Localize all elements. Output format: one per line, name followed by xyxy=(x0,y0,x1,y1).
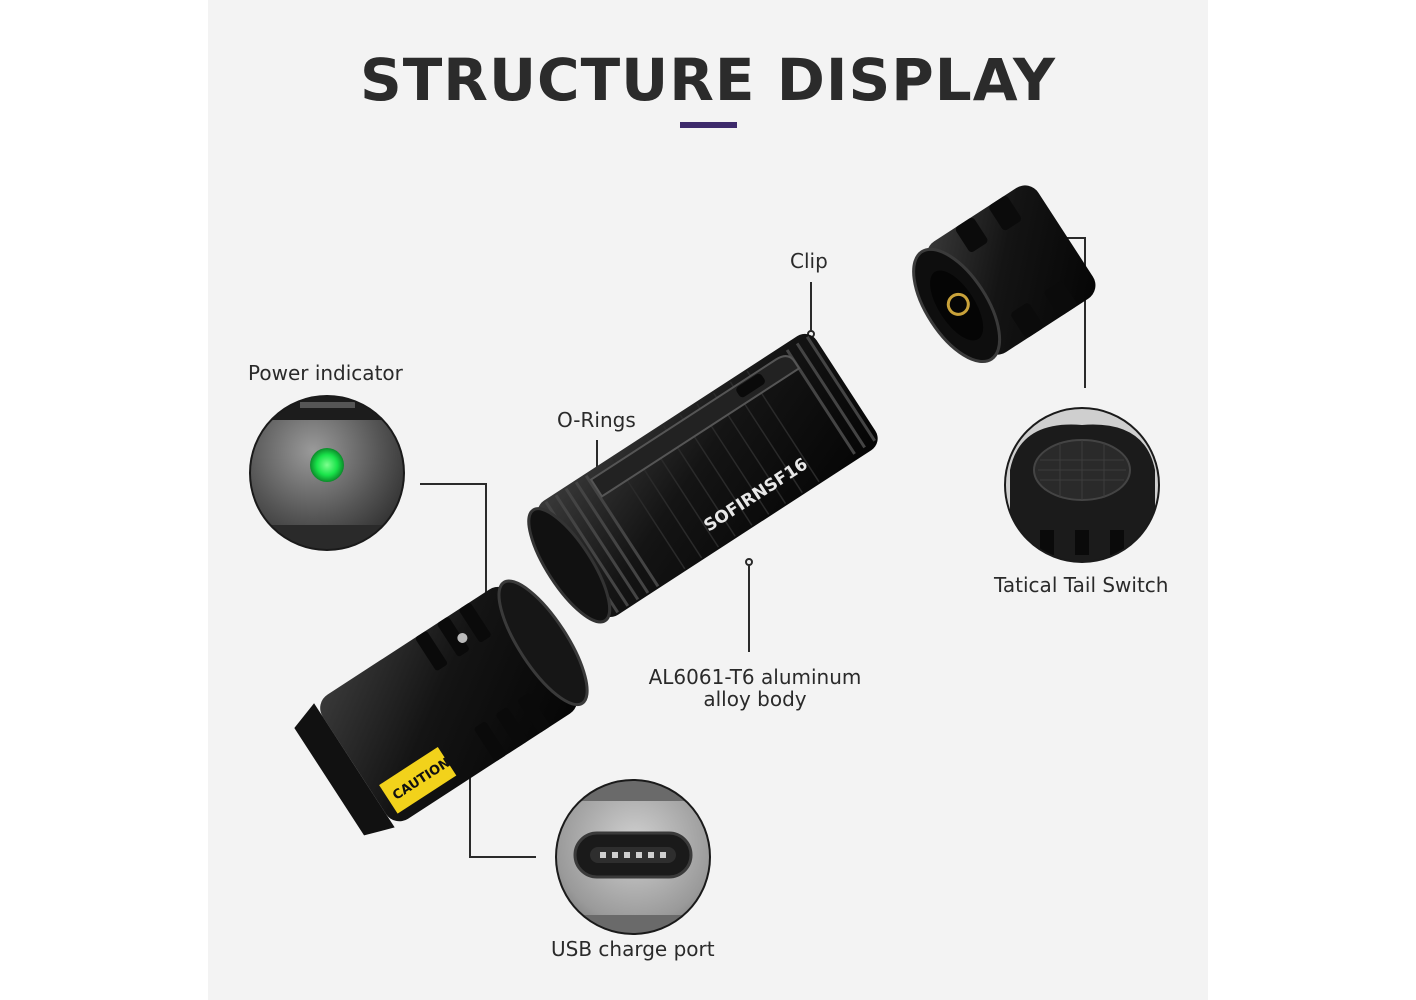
flashlight-head: CAUTION xyxy=(294,579,589,836)
tail-switch-label: Tatical Tail Switch xyxy=(994,573,1169,597)
tail-cap xyxy=(912,185,1096,364)
power-indicator-line xyxy=(420,483,487,605)
clip-label: Clip xyxy=(790,249,828,273)
usb-port-callout xyxy=(555,779,711,935)
body-material-label: AL6061-T6 aluminum alloy body xyxy=(640,665,870,711)
power-indicator-label: Power indicator xyxy=(248,361,403,385)
body-label-line2: alloy body xyxy=(703,687,807,711)
page-title: STRUCTURE DISPLAY xyxy=(359,46,1057,114)
flashlight-body: SOFIRNSF16 xyxy=(527,333,878,624)
tail-switch-callout xyxy=(1004,407,1160,563)
o-rings-label: O-Rings xyxy=(557,408,636,432)
green-led-icon xyxy=(310,448,344,482)
title-underline xyxy=(680,122,737,128)
body-label-line1: AL6061-T6 aluminum xyxy=(648,665,862,689)
power-indicator-callout xyxy=(249,395,405,551)
usb-port-label: USB charge port xyxy=(551,937,715,961)
